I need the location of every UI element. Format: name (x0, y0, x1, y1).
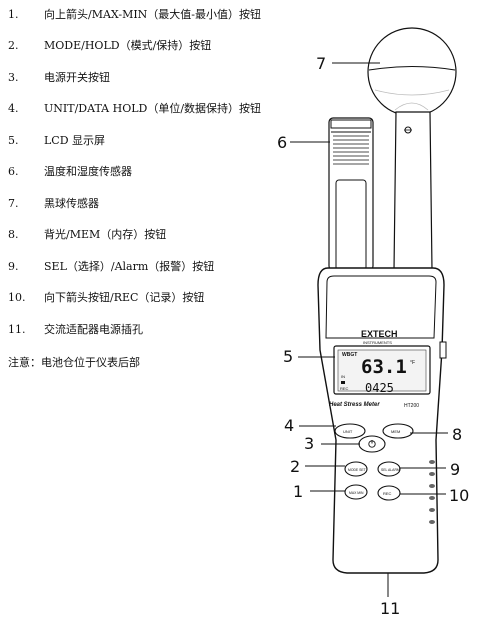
callout-1: 1 (293, 482, 303, 501)
mem-button[interactable]: MEM (382, 423, 414, 439)
callout-4: 4 (284, 416, 294, 435)
callout-5: 5 (283, 347, 293, 366)
legend-number: 5. (8, 134, 19, 147)
legend-number: 2. (8, 39, 19, 52)
sel-button-label: SEL ALARM (381, 468, 400, 472)
callout-6: 6 (277, 133, 287, 152)
callout-9: 9 (450, 460, 460, 479)
grip-dots (429, 460, 435, 524)
lcd-main-reading: 63.1 (361, 356, 407, 378)
unit-button[interactable]: UNIT (334, 423, 366, 439)
mode-button-label: MODE SET (348, 468, 366, 472)
legend-text: UNIT/DATA HOLD（单位/数据保持）按钮 (44, 102, 262, 115)
lcd-display: WBGT 63.1 °F IN REC 0425 (333, 345, 431, 395)
legend-text: SEL（选择）/Alarm（报警）按钮 (44, 260, 215, 273)
legend-text: 向上箭头/MAX-MIN（最大值-最小值）按钮 (44, 8, 262, 21)
globe-stem (393, 111, 433, 271)
legend-number: 3. (8, 71, 19, 84)
legend-text: 温度和湿度传感器 (44, 165, 132, 178)
globe-sensor (367, 27, 457, 117)
legend-text: 交流适配器电源插孔 (44, 323, 143, 336)
legend-text: MODE/HOLD（模式/保持）按钮 (44, 39, 212, 52)
lcd-rec-indicator: REC (340, 386, 349, 391)
mode-set-button[interactable]: MODE SET (344, 461, 368, 477)
rec-button[interactable]: REC (377, 485, 401, 501)
callout-lines (290, 62, 448, 597)
legend-number: 11. (8, 323, 26, 336)
legend-number: 1. (8, 8, 19, 21)
legend-number: 9. (8, 260, 19, 273)
humidity-sensor (328, 117, 374, 271)
callout-3: 3 (304, 434, 314, 453)
lcd-in-indicator: IN (341, 374, 345, 379)
legend-text: 向下箭头按钮/REC（记录）按钮 (44, 291, 205, 304)
callout-8: 8 (452, 425, 462, 444)
model-number: HT200 (404, 403, 419, 409)
max-button-label: MAX MIN (349, 491, 364, 495)
lcd-unit: °F (410, 360, 415, 366)
max-min-button[interactable]: MAX MIN (344, 484, 368, 500)
battery-note: 注意：电池仓位于仪表后部 (8, 356, 140, 369)
callout-11: 11 (380, 599, 400, 618)
lcd-sub-reading: 0425 (365, 381, 394, 395)
rec-button-label: REC (383, 491, 392, 496)
callout-2: 2 (290, 457, 300, 476)
legend-text: 电源开关按钮 (44, 71, 110, 84)
power-button[interactable] (358, 435, 386, 453)
callout-7: 7 (316, 54, 326, 73)
legend-text: LCD 显示屏 (44, 134, 106, 147)
legend-number: 7. (8, 197, 19, 210)
brand-logo: EXTECH (361, 329, 398, 339)
brand-subtitle: INSTRUMENTS (363, 340, 392, 345)
legend-number: 6. (8, 165, 19, 178)
meter-body (317, 267, 447, 582)
mem-button-label: MEM (391, 429, 400, 434)
callout-10: 10 (449, 486, 469, 505)
unit-button-label: UNIT (343, 429, 353, 434)
lcd-battery-icon (341, 381, 345, 384)
lcd-wbgt-label: WBGT (342, 352, 357, 358)
model-name: Heat Stress Meter (329, 402, 380, 408)
legend-text: 背光/MEM（内存）按钮 (44, 228, 167, 241)
legend-text: 黑球传感器 (44, 197, 99, 210)
legend-number: 8. (8, 228, 19, 241)
sel-alarm-button[interactable]: SEL ALARM (377, 461, 401, 477)
legend-number: 4. (8, 102, 19, 115)
legend-number: 10. (8, 291, 26, 304)
